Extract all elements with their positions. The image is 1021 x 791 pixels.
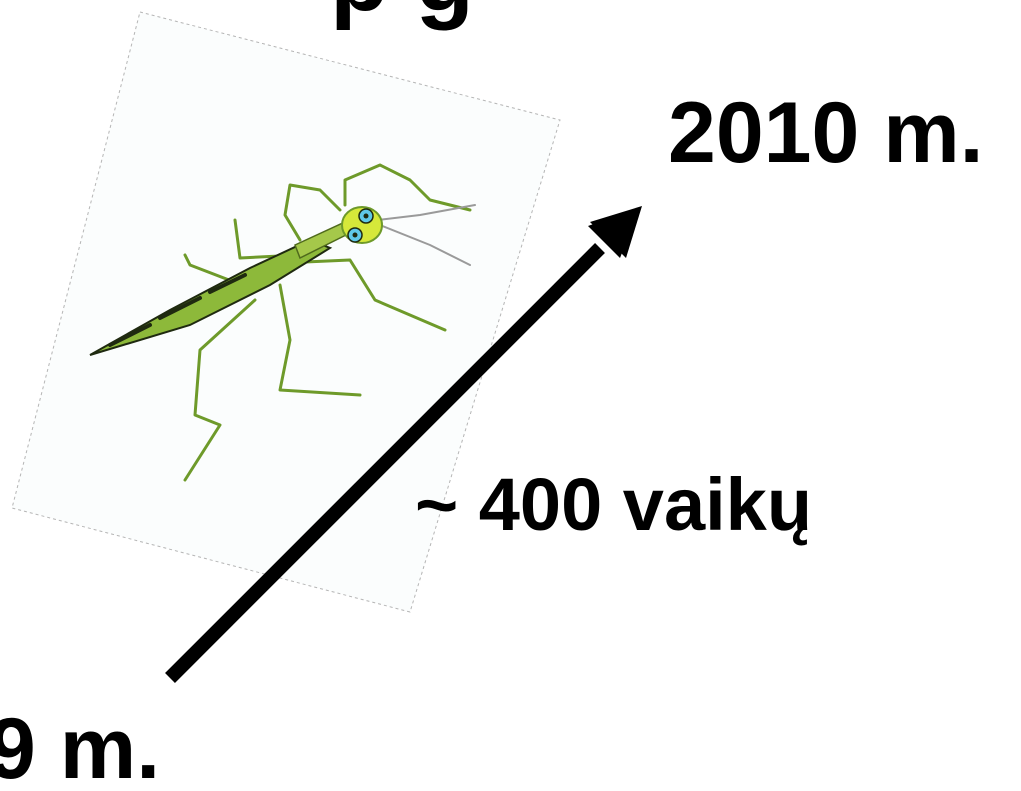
children-count-label: ~ 400 vaikų: [415, 468, 812, 542]
stick-insect-icon: [90, 165, 475, 480]
slide-title-partial: p g: [330, 0, 474, 26]
year-end-label: 2010 m.: [668, 90, 984, 176]
year-start-label: 9 m.: [0, 706, 160, 791]
